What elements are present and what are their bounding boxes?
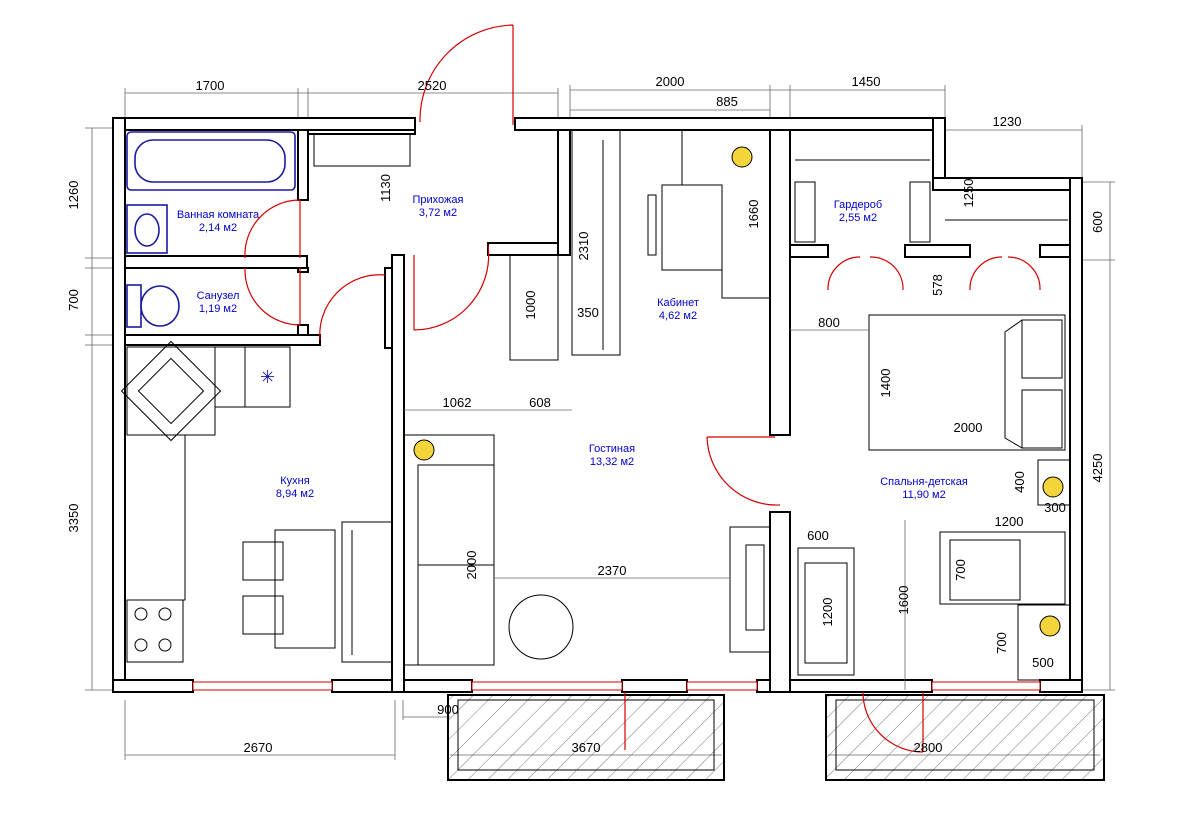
dim-desk-700: 700	[994, 632, 1009, 654]
room-labels: Ванная комната 2,14 м2 Санузел 1,19 м2 К…	[177, 194, 968, 501]
dim-top-bathroom: 1700	[196, 78, 225, 93]
room-area-study: 4,62 м2	[659, 310, 697, 322]
sink-icon	[126, 204, 168, 254]
room-name-kitchen: Кухня	[280, 475, 309, 487]
room-area-wardrobe: 2,55 м2	[839, 212, 877, 224]
room-name-study: Кабинет	[657, 297, 699, 309]
study-desk	[661, 184, 723, 271]
kitchen-sofa	[341, 521, 393, 663]
double-bed	[868, 314, 1066, 451]
dim-closet-w: 350	[577, 305, 599, 320]
dim-study-depth: 1660	[746, 200, 761, 229]
balcony-left	[447, 694, 725, 781]
dim-nightstand-300: 300	[1044, 500, 1066, 515]
room-area-wc: 1,19 м2	[199, 303, 237, 315]
dim-living-608: 608	[529, 395, 551, 410]
dim-closet-depth: 2310	[576, 232, 591, 261]
tv-stand	[729, 526, 771, 653]
kitchen-corner-unit	[126, 346, 216, 436]
room-area-hall: 3,72 м2	[419, 207, 457, 219]
dim-top-wardrobe: 1450	[852, 74, 881, 89]
dim-left-kitchen: 3350	[66, 504, 81, 533]
dim-right-4250: 4250	[1090, 454, 1105, 483]
room-area-bedroom: 11,90 м2	[902, 489, 945, 501]
balcony-left-inner	[457, 699, 715, 771]
lamp-icon	[413, 439, 435, 461]
bedroom-desk	[1017, 604, 1071, 681]
cooktop-icon	[126, 599, 184, 663]
dim-top-hall: 2520	[418, 78, 447, 93]
dim-right-600: 600	[1090, 211, 1105, 233]
single-bed	[939, 531, 1066, 605]
room-name-bathroom: Ванная комната	[177, 209, 260, 221]
inner-dimension-lines	[404, 329, 906, 690]
dim-top-study-inner: 885	[716, 94, 738, 109]
stove-hood	[244, 346, 291, 408]
dim-bed-offset: 800	[818, 315, 840, 330]
dim-room-1600: 1600	[896, 586, 911, 615]
balcony-right-inner	[835, 699, 1095, 771]
dim-bed-width: 1400	[878, 369, 893, 398]
room-area-kitchen: 8,94 м2	[276, 488, 314, 500]
dim-bottom-2800: 2800	[914, 740, 943, 755]
bathtub-icon	[126, 131, 296, 191]
room-name-wc: Санузел	[197, 290, 240, 302]
balcony-right	[825, 694, 1105, 781]
dim-living-1062: 1062	[443, 395, 472, 410]
dim-bottom-2670: 2670	[244, 740, 273, 755]
dim-closet-len: 1000	[523, 291, 538, 320]
room-name-bedroom: Спальня-детская	[880, 476, 968, 488]
right-dimension-lines	[1082, 181, 1115, 691]
dim-bed2-700: 700	[953, 559, 968, 581]
room-name-wardrobe: Гардероб	[834, 199, 882, 211]
dim-top-right: 1230	[993, 114, 1022, 129]
dim-bed2-1200: 1200	[995, 514, 1024, 529]
room-name-hall: Прихожая	[413, 194, 464, 206]
room-area-bathroom: 2,14 м2	[199, 222, 237, 234]
top-dimension-lines	[124, 85, 1083, 180]
plumbing	[126, 131, 296, 328]
dim-sofa-600: 600	[807, 528, 829, 543]
bedroom-sofa	[797, 547, 855, 676]
dim-living-2370: 2370	[598, 563, 627, 578]
dim-sofa-1200: 1200	[820, 598, 835, 627]
room-area-living: 13,32 м2	[590, 456, 634, 468]
svg-text:✳: ✳	[260, 367, 275, 387]
dining-table	[274, 529, 336, 649]
dim-left-bathroom: 1260	[66, 181, 81, 210]
dim-top-study: 2000	[656, 74, 685, 89]
dim-living-2000: 2000	[464, 551, 479, 580]
dim-hall-height: 1130	[378, 174, 393, 202]
doors	[244, 24, 1041, 753]
lamp-icon	[1039, 615, 1061, 637]
dim-left-wc: 700	[66, 289, 81, 311]
dim-bed-length: 2000	[954, 420, 983, 435]
dim-bottom-900: 900	[437, 702, 459, 717]
furniture: ✳	[120, 129, 1071, 681]
dim-desk-500: 500	[1032, 655, 1054, 670]
walls	[112, 117, 1083, 693]
dim-nightstand-400: 400	[1012, 471, 1027, 493]
dimension-labels: 1700 2520 2000 885 1450 1230 1260 700 33…	[66, 74, 1105, 755]
room-name-living: Гостиная	[589, 443, 635, 455]
dim-bed-gap: 578	[930, 274, 945, 296]
coffee-table	[508, 594, 574, 660]
dim-bottom-3670: 3670	[572, 740, 601, 755]
toilet-icon	[126, 284, 142, 328]
dim-wardrobe: 1250	[961, 179, 976, 208]
lamp-icon	[731, 146, 753, 168]
lamp-icon	[1042, 476, 1064, 498]
lamps	[413, 146, 1064, 637]
